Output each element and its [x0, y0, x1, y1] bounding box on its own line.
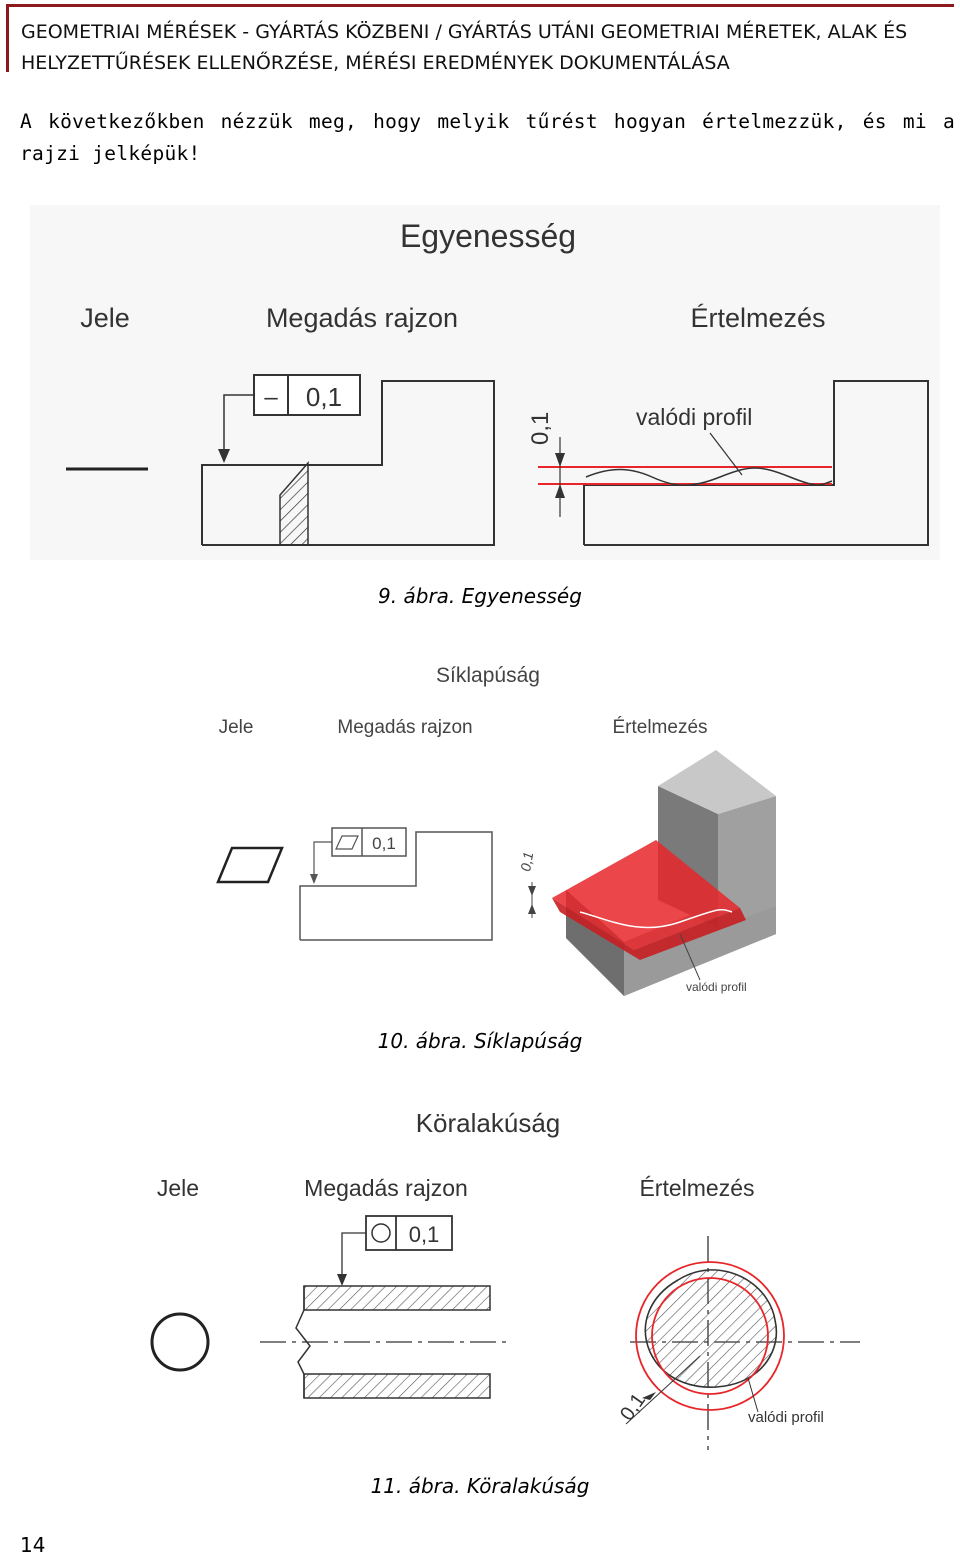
column-meaning-label: Értelmezés [690, 303, 825, 333]
figure-title: Egyenesség [400, 218, 576, 254]
dimension-arrow-bottom-icon [555, 484, 565, 498]
roundness-symbol-icon [150, 1312, 210, 1372]
figure-straightness: Egyenesség Jele Megadás rajzon Értelmezé… [30, 205, 940, 560]
leader-arrow-icon [310, 874, 318, 884]
figure-title: Köralakúság [416, 1108, 561, 1138]
column-symbol-label: Jele [157, 1175, 199, 1201]
column-drawing-label: Megadás rajzon [266, 303, 458, 333]
column-meaning-label: Értelmezés [639, 1175, 754, 1201]
page-number: 14 [20, 1533, 46, 1557]
real-profile-label: valódi profil [686, 980, 747, 994]
dimension-value: 0,1 [517, 851, 536, 873]
tolerance-frame [331, 827, 407, 857]
tolerance-frame [253, 374, 361, 416]
real-profile-label: valódi profil [636, 404, 752, 430]
figure-caption: 10. ábra. Síklapúság [377, 1029, 583, 1053]
column-drawing-label: Megadás rajzon [304, 1175, 468, 1201]
column-meaning-label: Értelmezés [612, 717, 707, 738]
leader-arrow-icon [337, 1274, 347, 1286]
column-symbol-label: Jele [219, 717, 254, 738]
figure-title: Síklapúság [436, 664, 540, 687]
dimension-arrow-top-icon [555, 453, 565, 467]
flatness-symbol-icon [216, 846, 284, 884]
dimension-arrow-icon [642, 1392, 656, 1400]
dimension-arrow-bottom-icon [528, 904, 536, 914]
tolerance-roundness-icon [371, 1223, 391, 1243]
dimension-arrow-top-icon [528, 886, 536, 896]
tolerance-symbol: – [264, 384, 278, 411]
header-line-2: HELYZETTŰRÉSEK ELLENŐRZÉSE, MÉRÉSI EREDM… [21, 52, 730, 74]
figure-flatness: Síklapúság Jele Megadás rajzon Értelmezé… [216, 664, 776, 996]
figure-caption: 9. ábra. Egyenesség [378, 584, 582, 608]
figure-roundness: Köralakúság Jele Megadás rajzon Értelmez… [150, 1108, 860, 1450]
tolerance-value: 0,1 [372, 834, 396, 853]
page-header: GEOMETRIAI MÉRÉSEK - GYÁRTÁS KÖZBENI / G… [6, 4, 954, 74]
intro-paragraph: A következőkben nézzük meg, hogy melyik … [20, 110, 955, 165]
tolerance-value: 0,1 [409, 1222, 440, 1247]
header-line-1: GEOMETRIAI MÉRÉSEK - GYÁRTÁS KÖZBENI / G… [21, 21, 908, 43]
dimension-value: 0,1 [616, 1389, 650, 1424]
tolerance-flatness-icon [335, 835, 359, 850]
real-profile-label: valódi profil [748, 1409, 824, 1426]
dimension-value: 0,1 [527, 412, 554, 445]
tolerance-value: 0,1 [306, 382, 342, 412]
column-drawing-label: Megadás rajzon [337, 717, 472, 738]
column-symbol-label: Jele [80, 303, 130, 333]
leader-arrow-icon [218, 449, 230, 463]
figure-caption: 11. ábra. Köralakúság [370, 1474, 590, 1498]
